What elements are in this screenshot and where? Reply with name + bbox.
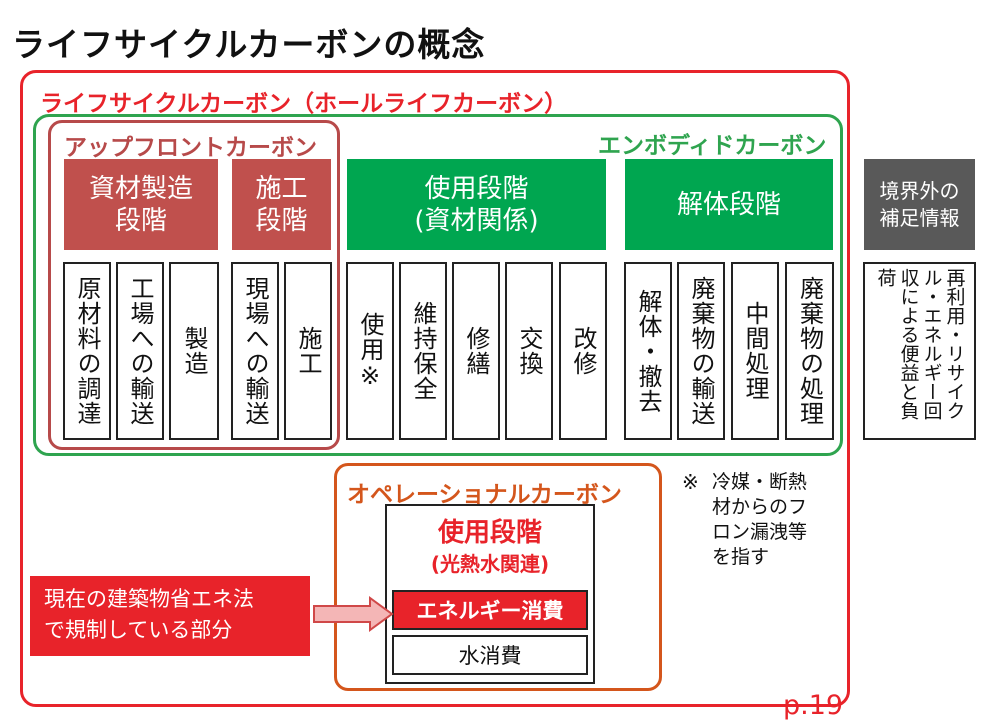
phase-outside-boundary: 境界外の 補足情報	[863, 158, 976, 251]
phase-use-materials: 使用段階 (資材関係)	[346, 158, 607, 251]
column-reuse-recycling: 再利用・リサイクル・エネルギー回収による便益と負荷	[863, 262, 976, 440]
column-transport-to-site: 現場への輸送	[231, 262, 279, 440]
column-use: 使用※	[346, 262, 394, 440]
page-number: p.19	[783, 690, 844, 721]
column-construction-work: 施工	[284, 262, 332, 440]
column-label: 現場への輸送	[241, 276, 269, 426]
column-label: 改修	[569, 326, 597, 376]
column-label: 再利用・リサイクル・エネルギー回収による便益と負荷	[874, 268, 966, 420]
page-title: ライフサイクルカーボンの概念	[12, 25, 486, 64]
column-label: 交換	[515, 326, 543, 376]
operational-use-subtitle: (光熱水関連)	[430, 552, 550, 576]
column-label: 廃棄物の処理	[795, 276, 824, 426]
footnote-mark: ※	[682, 470, 699, 494]
upfront-carbon-label: アップフロントカーボン	[64, 135, 317, 161]
lifecycle-carbon-label: ライフサイクルカーボン（ホールライフカーボン）	[40, 91, 568, 117]
embodied-carbon-label: エンボディドカーボン	[598, 133, 827, 159]
column-intermediate-treatment: 中間処理	[731, 262, 779, 440]
column-raw-material-procurement: 原材料の調達	[63, 262, 111, 440]
column-renovation: 改修	[559, 262, 607, 440]
column-replacement: 交換	[505, 262, 553, 440]
column-label: 工場への輸送	[126, 276, 154, 426]
operational-use-title: 使用段階	[437, 518, 542, 548]
column-label: 維持保全	[409, 301, 437, 401]
column-label: 施工	[294, 326, 322, 376]
column-label: 修繕	[462, 326, 490, 376]
column-manufacturing: 製造	[169, 262, 219, 440]
water-consumption-box: 水消費	[392, 635, 588, 675]
column-waste-disposal: 廃棄物の処理	[785, 262, 834, 440]
operational-carbon-frame	[334, 463, 662, 691]
column-label: 原材料の調達	[73, 276, 101, 426]
column-repair: 修繕	[452, 262, 500, 440]
phase-construction: 施工 段階	[231, 158, 332, 251]
column-transport-to-factory: 工場への輸送	[116, 262, 164, 440]
column-label: 使用※	[356, 311, 384, 391]
column-maintenance: 維持保全	[399, 262, 447, 440]
arrow-right-icon	[313, 596, 394, 632]
embodied-carbon-frame	[33, 114, 843, 456]
column-waste-transport: 廃棄物の輸送	[677, 262, 725, 440]
column-label: 廃棄物の輸送	[687, 276, 715, 426]
column-demolition-removal: 解体・撤去	[624, 262, 672, 440]
energy-consumption-box: エネルギー消費	[392, 590, 588, 630]
lifecycle-carbon-frame	[20, 70, 850, 707]
operational-carbon-label: オペレーショナルカーボン	[347, 482, 622, 508]
regulated-scope-callout: 現在の建築物省エネ法 で規制している部分	[30, 576, 310, 656]
column-label: 製造	[180, 326, 208, 376]
column-label: 解体・撤去	[634, 288, 662, 414]
footnote-text: 冷媒・断熱 材からのフ ロン漏洩等 を指す	[712, 471, 808, 568]
phase-demolition: 解体段階	[624, 158, 834, 251]
column-label: 中間処理	[741, 301, 769, 401]
phase-materials-manufacturing: 資材製造 段階	[63, 158, 219, 251]
upfront-carbon-frame	[48, 120, 340, 450]
